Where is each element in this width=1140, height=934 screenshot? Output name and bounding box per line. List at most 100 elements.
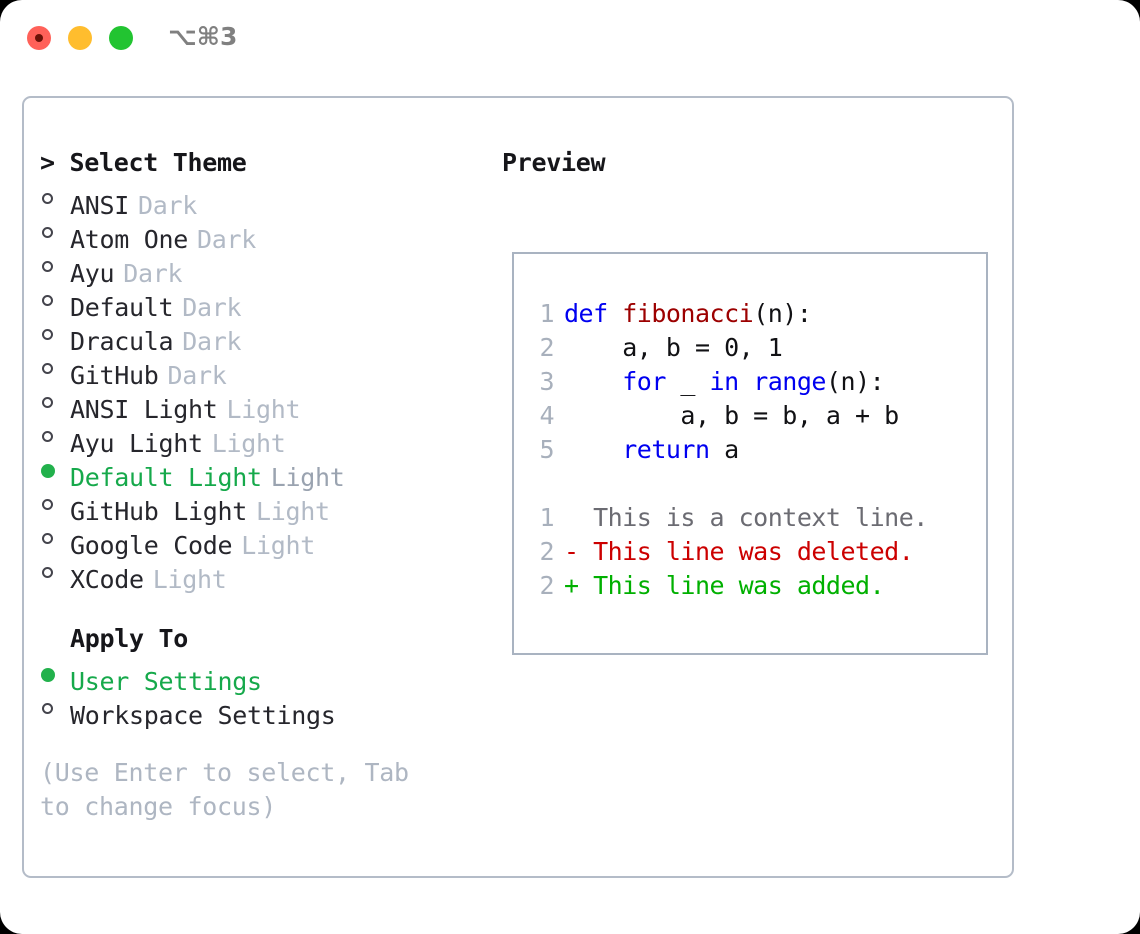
diff-line: 2- This line was deleted.: [524, 535, 986, 569]
theme-list-item[interactable]: Ayu Dark: [40, 248, 490, 288]
radio-empty-icon[interactable]: [40, 282, 70, 316]
radio-empty-icon[interactable]: [40, 554, 70, 588]
select-theme-header: > Select Theme: [40, 148, 247, 177]
diff-line-number: 2: [539, 571, 554, 600]
code-token: [739, 367, 754, 396]
diff-line-number: 2: [539, 537, 554, 566]
theme-name: Ayu: [70, 259, 115, 288]
theme-name: GitHub Light: [70, 497, 248, 526]
maximize-button[interactable]: [109, 26, 133, 50]
code-line-number: 1: [539, 299, 554, 328]
minimize-button[interactable]: [68, 26, 92, 50]
radio-selected-icon[interactable]: [40, 452, 70, 486]
radio-circle: [42, 329, 53, 340]
code-line: 2 a, b = 0, 1: [524, 331, 986, 365]
diff-line-number: 1: [539, 503, 554, 532]
code-line-text: def fibonacci(n):: [564, 297, 812, 331]
apply-to-header: Apply To: [70, 624, 189, 653]
radio-empty-icon[interactable]: [40, 690, 70, 724]
radio-circle: [42, 499, 53, 510]
radio-empty-icon[interactable]: [40, 248, 70, 282]
code-line-text: a, b = 0, 1: [564, 331, 783, 365]
radio-empty-icon[interactable]: [40, 520, 70, 554]
theme-name: Default: [70, 293, 174, 322]
theme-name: ANSI Light: [70, 395, 218, 424]
radio-selected-icon[interactable]: [40, 656, 70, 690]
apply-to-item[interactable]: User Settings: [40, 656, 490, 696]
theme-name: XCode: [70, 565, 144, 594]
radio-circle: [42, 431, 53, 442]
theme-name: Atom One: [70, 225, 189, 254]
theme-category-tag: Dark: [182, 327, 242, 356]
radio-circle: [42, 533, 53, 544]
code-blank-line: [524, 467, 986, 501]
code-token: return: [622, 435, 710, 464]
theme-name: GitHub: [70, 361, 159, 390]
diff-line: 1 This is a context line.: [524, 501, 986, 535]
close-button[interactable]: [27, 26, 51, 50]
traffic-lights: [27, 26, 133, 50]
diff-marker: +: [564, 571, 579, 600]
radio-empty-icon[interactable]: [40, 214, 70, 248]
radio-circle: [42, 193, 53, 204]
radio-circle: [42, 227, 53, 238]
code-token: [564, 367, 622, 396]
code-token: a, b = 0, 1: [564, 333, 783, 362]
code-token: (n):: [753, 299, 812, 328]
code-line: 3 for _ in range(n):: [524, 365, 986, 399]
code-token: def: [564, 299, 608, 328]
diff-sample: 1 This is a context line.2- This line wa…: [524, 501, 986, 603]
code-token: [608, 299, 623, 328]
radio-circle: [42, 363, 53, 374]
code-token: fibonacci: [622, 299, 754, 328]
code-token: a: [709, 435, 739, 464]
radio-empty-icon[interactable]: [40, 486, 70, 520]
radio-circle: [42, 703, 53, 714]
radio-empty-icon[interactable]: [40, 180, 70, 214]
apply-to-item[interactable]: Workspace Settings: [40, 690, 490, 730]
code-token: [564, 435, 622, 464]
apply-to-label: Workspace Settings: [70, 701, 336, 730]
theme-list-item[interactable]: Dracula Dark: [40, 316, 490, 356]
code-line-number: 2: [539, 333, 554, 362]
code-line-number: 3: [539, 367, 554, 396]
theme-category-tag: Dark: [123, 259, 183, 288]
diff-line: 2+ This line was added.: [524, 569, 986, 603]
radio-empty-icon[interactable]: [40, 316, 70, 350]
diff-marker: [564, 501, 579, 535]
radio-circle: [41, 464, 55, 478]
radio-circle: [42, 397, 53, 408]
code-line: 1 def fibonacci(n):: [524, 297, 986, 331]
code-token: _: [665, 367, 710, 396]
theme-name: Dracula: [70, 327, 174, 356]
theme-name: Default Light: [70, 463, 262, 492]
theme-category-tag: Dark: [138, 191, 198, 220]
code-line-number: 5: [539, 435, 554, 464]
apply-to-label: User Settings: [70, 667, 262, 696]
radio-empty-icon[interactable]: [40, 350, 70, 384]
radio-empty-icon[interactable]: [40, 384, 70, 418]
code-token: a, b = b, a + b: [564, 401, 899, 430]
preview-title: Preview: [502, 148, 606, 177]
theme-list-item[interactable]: Default Dark: [40, 282, 490, 322]
title-bar: ⌥⌘3: [0, 0, 1140, 78]
diff-line-text: This is a context line.: [578, 503, 928, 532]
theme-category-tag: Dark: [182, 293, 242, 322]
radio-empty-icon[interactable]: [40, 418, 70, 452]
theme-name: Ayu Light: [70, 429, 203, 458]
